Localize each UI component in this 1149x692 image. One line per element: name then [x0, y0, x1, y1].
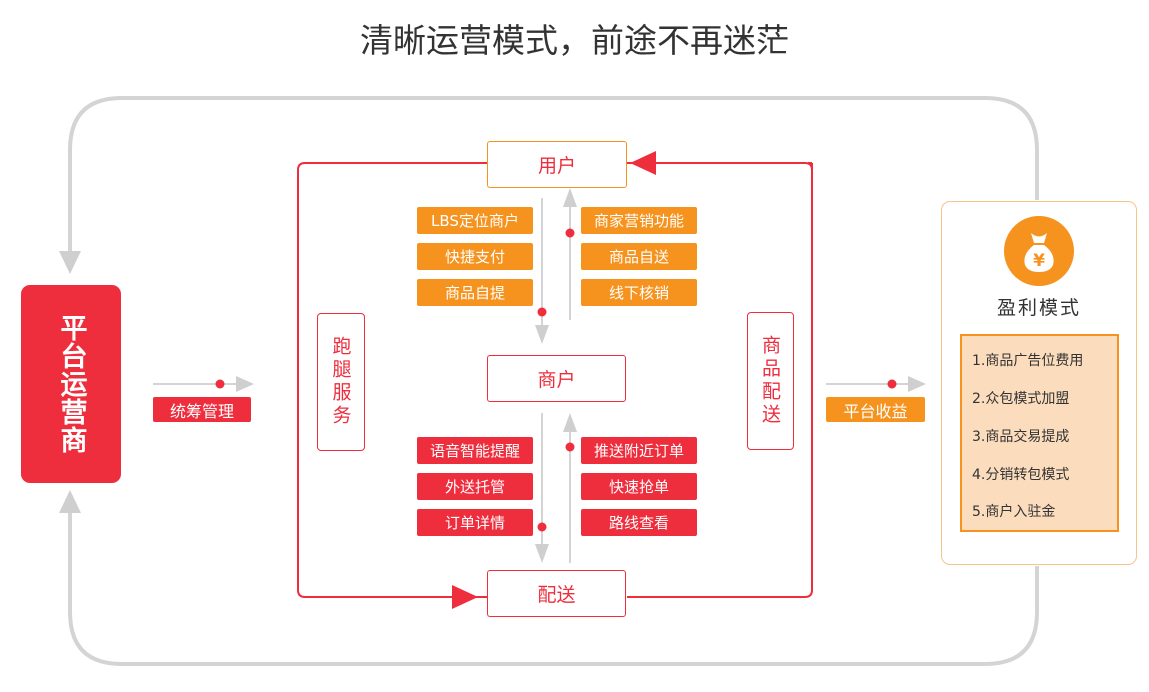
- feature-quick-pay: 快捷支付: [417, 243, 533, 270]
- feature-route-view: 路线查看: [581, 509, 697, 536]
- merchant-node: 商户: [487, 355, 626, 402]
- errand-service-label: 跑腿服务: [329, 336, 352, 428]
- goods-delivery-label: 商品配送: [759, 335, 781, 427]
- left-connector-dot: [215, 379, 225, 389]
- money-bag-symbol: ¥: [1033, 251, 1045, 271]
- delivery-node: 配送: [487, 570, 626, 617]
- feature-marketing: 商家营销功能: [581, 207, 697, 234]
- profit-item: 1.商品广告位费用: [972, 353, 1084, 369]
- profit-item: 4.分销转包模式: [972, 467, 1070, 483]
- frame-right: [627, 162, 813, 598]
- feature-offline-verify: 线下核销: [581, 279, 697, 306]
- feature-lbs: LBS定位商户: [417, 207, 533, 234]
- profit-item: 5.商户入驻金: [972, 504, 1056, 520]
- profit-item: 2.众包模式加盟: [972, 391, 1070, 407]
- profit-item: 3.商品交易提成: [972, 429, 1070, 445]
- platform-operator-label: 平台运营商: [55, 314, 87, 454]
- outer-arrow-up: [59, 490, 81, 513]
- diagram-title: 清晰运营模式，前途不再迷茫: [360, 21, 789, 60]
- feature-self-pickup: 商品自提: [417, 279, 533, 306]
- goods-delivery-box: 商品配送: [747, 312, 794, 450]
- money-bag-icon: ¥: [1004, 216, 1074, 286]
- errand-service-box: 跑腿服务: [317, 313, 365, 451]
- feature-voice-alert: 语音智能提醒: [417, 437, 533, 464]
- frame-left: [297, 162, 487, 598]
- user-node: 用户: [487, 141, 627, 188]
- overall-management-tag: 统筹管理: [153, 397, 251, 422]
- outer-loop-bottom: [68, 508, 1039, 666]
- frame-arrow-to-user: [630, 151, 656, 175]
- outer-arrow-down: [59, 251, 81, 274]
- feature-order-details: 订单详情: [417, 509, 533, 536]
- frame-arrow-to-delivery: [452, 585, 478, 609]
- feature-delivery-hosting: 外送托管: [417, 473, 533, 500]
- platform-operator-box: 平台运营商: [21, 285, 121, 483]
- feature-push-orders: 推送附近订单: [581, 437, 697, 464]
- outer-loop-top: [68, 96, 1039, 258]
- platform-revenue-tag: 平台收益: [826, 397, 925, 422]
- feature-self-delivery: 商品自送: [581, 243, 697, 270]
- profit-items-box: 1.商品广告位费用 2.众包模式加盟 3.商品交易提成 4.分销转包模式 5.商…: [960, 334, 1119, 532]
- feature-grab-order: 快速抢单: [581, 473, 697, 500]
- profit-model-title: 盈利模式: [996, 297, 1081, 319]
- right-connector-dot: [887, 379, 897, 389]
